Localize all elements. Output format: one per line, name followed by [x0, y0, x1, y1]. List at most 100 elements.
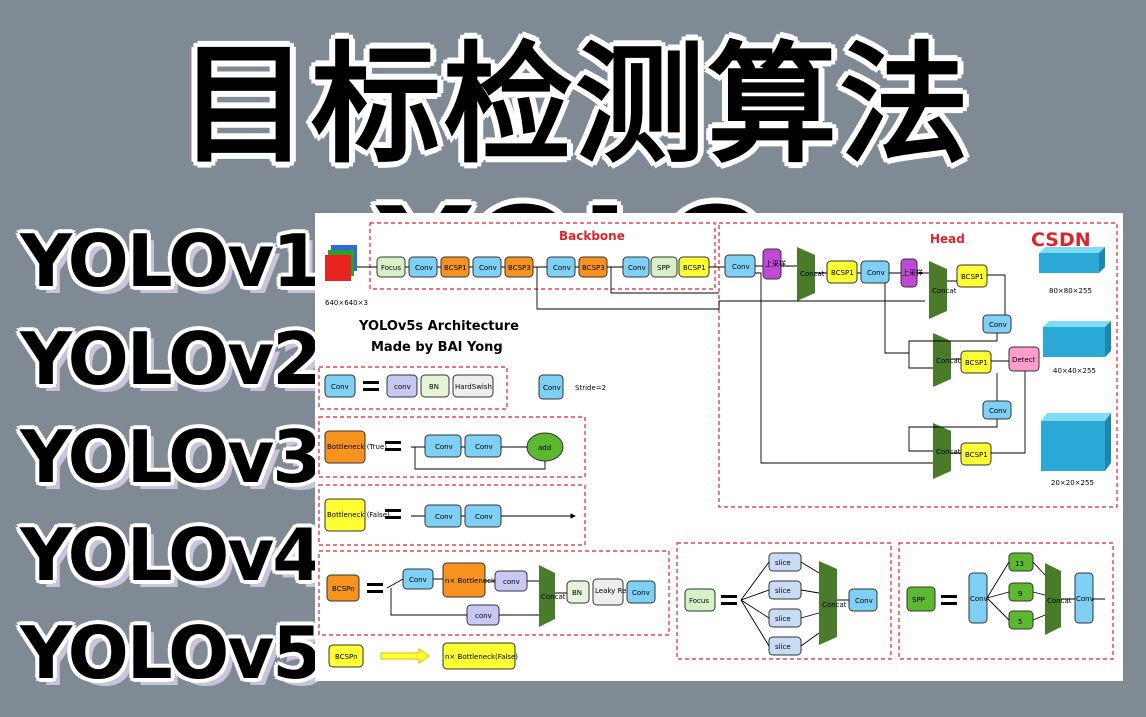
bottleneck-false-block	[324, 498, 366, 532]
block-label: BCSP1	[683, 264, 706, 272]
block-label: slice	[775, 559, 791, 567]
block-label: Leaky Relu	[595, 587, 633, 595]
block-label: Conv	[989, 321, 1007, 329]
block-label: Conv	[628, 264, 646, 272]
block-label: BCSPn	[332, 585, 355, 593]
block-label: Concat	[800, 270, 825, 278]
legend-conv-block	[324, 374, 356, 398]
concat-trapezoid	[929, 261, 947, 319]
equals-sign	[941, 602, 957, 605]
equals-sign	[363, 381, 379, 384]
stride-label: Stride=2	[575, 384, 606, 392]
output-cube-80	[1039, 253, 1099, 273]
equals-sign	[721, 602, 737, 605]
equals-sign	[385, 509, 401, 512]
block-label: Concat	[822, 601, 847, 609]
upsample-block	[762, 248, 782, 280]
equals-sign	[385, 448, 401, 451]
equals-sign	[385, 516, 401, 519]
equals-sign	[941, 595, 957, 598]
output-cube-80	[1039, 247, 1105, 253]
equals-sign	[367, 590, 383, 593]
block-label: conv	[503, 578, 520, 586]
block-label: BCSP3	[582, 264, 605, 272]
input-cube-red	[325, 255, 351, 281]
block-label: 9	[1018, 590, 1022, 598]
version-list: YOLOv1 YOLOv2 YOLOv3 YOLOv4 YOLOv5	[20, 212, 322, 702]
block-label: Concat	[936, 448, 961, 456]
input-size-label: 640×640×3	[325, 299, 368, 307]
block-label: Conv	[732, 263, 750, 271]
spp-flow	[986, 561, 1105, 621]
block-label: BCSP3	[508, 264, 531, 272]
output-cube-20	[1041, 421, 1105, 471]
block-label: BCSP1	[965, 451, 988, 459]
block-label: Focus	[381, 264, 401, 272]
focus-frame	[676, 542, 892, 660]
version-item-v5: YOLOv5	[20, 611, 322, 695]
concat-trapezoid	[819, 561, 837, 645]
head-bcsp1	[960, 442, 992, 466]
block-label: BCSP1	[444, 264, 467, 272]
block-label: conv	[475, 612, 492, 620]
bt-flow	[411, 446, 546, 470]
bcspn-block	[326, 574, 360, 602]
block-label: n× Bottleneck (True)	[445, 577, 518, 585]
concat-trapezoid	[797, 247, 815, 301]
block-label: Conv	[855, 597, 873, 605]
bcspn-legend-bottleneck	[442, 642, 516, 670]
block-label: Conv	[475, 513, 493, 521]
head-bcsp1	[960, 350, 992, 374]
block-label: BN	[429, 383, 439, 391]
csdn-logo: CSDN	[1031, 229, 1091, 251]
arch-author: Made by BAI Yong	[371, 340, 503, 355]
focus-block	[684, 588, 716, 612]
block-label: Conv	[553, 264, 571, 272]
spp-block	[906, 586, 936, 612]
block-label: SPP	[912, 596, 925, 604]
concat-trapezoid	[1045, 563, 1061, 635]
legend-conv-sub	[386, 374, 418, 398]
bcspn-flow	[386, 578, 567, 616]
head-conv	[860, 260, 890, 284]
stride-conv-block	[538, 374, 564, 400]
version-item-v1: YOLOv1	[20, 219, 322, 303]
block-label: Conv	[435, 443, 453, 451]
output-size-80: 80×80×255	[1049, 287, 1092, 295]
concat-trapezoid	[933, 423, 951, 479]
block-label: SPP	[657, 264, 670, 272]
block-label: Conv	[989, 407, 1007, 415]
block-label: 上采样	[902, 268, 923, 277]
head-flow-lines	[536, 265, 1026, 464]
equals-sign	[367, 583, 383, 586]
bcspn-conv-out	[626, 580, 656, 604]
block-label: BCSP1	[961, 273, 984, 281]
equals-sign	[721, 595, 737, 598]
backbone-label: Backbone	[559, 229, 625, 243]
block-label: slice	[775, 587, 791, 595]
arch-title: YOLOv5s Architecture	[358, 319, 519, 334]
block-label: Conv	[543, 384, 561, 392]
yellow-arrow	[380, 648, 430, 664]
output-size-40: 40×40×255	[1053, 367, 1096, 375]
bottleneck-true-block	[324, 430, 366, 464]
output-cube-20	[1105, 413, 1111, 471]
block-label: slice	[775, 643, 791, 651]
block-label: 上采样	[765, 259, 786, 268]
bcspn-leaky	[592, 578, 624, 606]
bt-conv	[424, 434, 462, 458]
backbone-frame	[369, 222, 716, 290]
block-label: Conv	[632, 589, 650, 597]
legend-hardswish	[452, 374, 494, 398]
block-label: 13	[1015, 560, 1024, 568]
block-label: Conv	[331, 383, 349, 391]
block-label: Conv	[409, 576, 427, 584]
bcspn-frame	[318, 550, 670, 636]
block-label: Conv	[475, 443, 493, 451]
spp-conv-out	[1074, 572, 1094, 624]
output-size-20: 20×20×255	[1051, 479, 1094, 487]
block-label: Conv	[970, 595, 988, 603]
block-label: conv	[394, 383, 411, 391]
version-item-v2: YOLOv2	[20, 317, 322, 401]
version-item-v4: YOLOv4	[20, 513, 322, 597]
